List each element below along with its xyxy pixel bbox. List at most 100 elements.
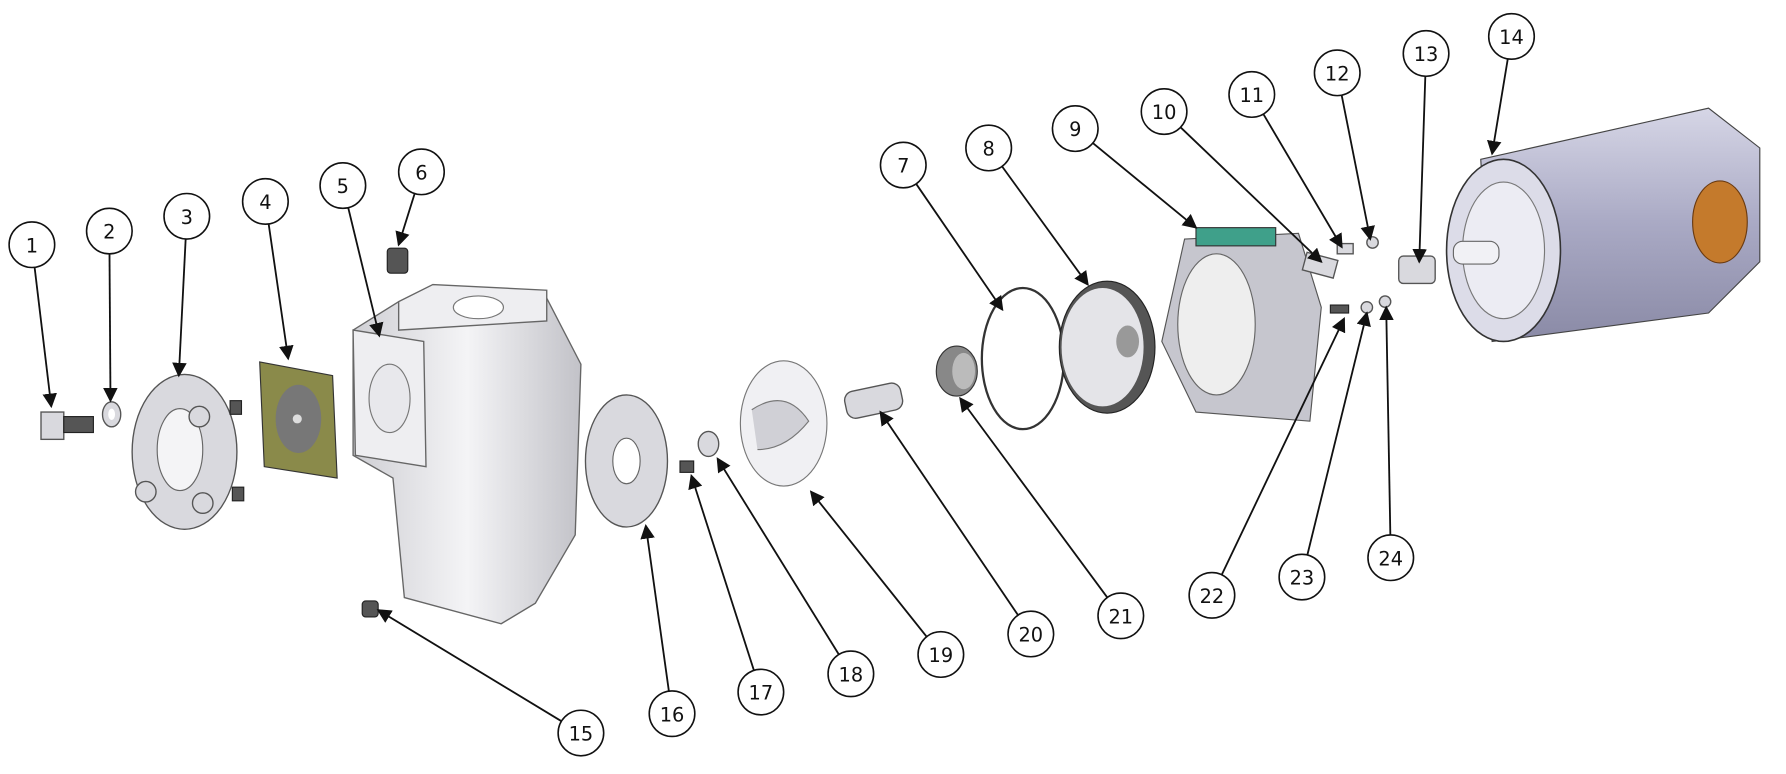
callout-circle	[1007, 610, 1055, 658]
callout-10: 10	[1140, 87, 1188, 136]
callout-circle	[1367, 534, 1415, 582]
callout-13: 13	[1402, 29, 1450, 78]
leader-line-4	[267, 223, 294, 361]
callout-9: 9	[1051, 105, 1099, 153]
part-16-wear-plate	[584, 394, 669, 528]
part-19-impeller	[739, 360, 828, 487]
leader-line-9	[1092, 142, 1198, 229]
callout-number: 13	[1414, 43, 1439, 66]
part-15-plug	[361, 600, 379, 618]
callout-7: 7	[879, 141, 927, 189]
callout-1: 1	[8, 221, 56, 269]
callout-14: 14	[1487, 12, 1536, 60]
callout-number: 22	[1200, 585, 1225, 608]
part-13-coupling	[1398, 255, 1436, 285]
callout-2: 2	[85, 207, 133, 255]
callout-number: 10	[1152, 101, 1177, 124]
callout-circle	[965, 124, 1013, 172]
part-22-screw	[1329, 304, 1350, 314]
leader-line-17	[688, 474, 755, 671]
leader-line-2	[103, 253, 118, 403]
leader-lines	[33, 58, 1509, 722]
leader-line-5	[347, 207, 384, 338]
leader-line-16	[640, 524, 670, 692]
leader-line-7	[915, 183, 1004, 312]
callout-circle	[8, 221, 56, 269]
callout-circle	[737, 668, 785, 716]
callout-number: 18	[839, 663, 864, 686]
callout-circle	[1278, 553, 1326, 601]
part-24-nut	[1378, 295, 1392, 309]
leader-line-11	[1262, 113, 1343, 249]
callout-12: 12	[1313, 49, 1361, 97]
part-2-washer	[101, 401, 122, 428]
callout-circle	[879, 141, 927, 189]
callout-circle	[1097, 592, 1145, 640]
callout-circle	[85, 207, 133, 255]
part-21-seal	[935, 345, 978, 397]
part-4-gasket	[259, 361, 338, 479]
leader-line-1	[33, 267, 57, 409]
leader-line-3	[172, 238, 187, 378]
part-14-motor	[1445, 107, 1761, 343]
callout-circle	[1140, 87, 1188, 136]
callout-6: 6	[397, 148, 446, 196]
part-17-screw	[679, 460, 695, 473]
callout-number: 1	[26, 234, 38, 257]
callout-number: 9	[1069, 118, 1081, 141]
leader-line-23	[1306, 311, 1371, 556]
callout-circle	[827, 650, 875, 698]
part-8-seal-plate	[1058, 280, 1156, 414]
callout-number: 12	[1325, 62, 1350, 85]
callout-11: 11	[1228, 70, 1276, 119]
leader-line-10	[1179, 126, 1323, 264]
callout-number: 23	[1290, 567, 1315, 590]
callout-number: 17	[749, 682, 774, 705]
leader-line-22	[1220, 317, 1346, 576]
callout-number: 20	[1019, 624, 1044, 647]
callout-circle	[648, 690, 696, 738]
callout-number: 11	[1239, 84, 1264, 107]
callout-number: 16	[660, 703, 685, 726]
callout-18: 18	[827, 650, 875, 698]
callout-19: 19	[917, 630, 965, 679]
callout-number: 24	[1378, 547, 1403, 570]
callout-15: 15	[557, 709, 605, 757]
callout-circle	[1313, 49, 1361, 97]
part-5-pump-casing	[352, 283, 582, 625]
callout-number: 15	[569, 723, 594, 746]
leader-line-20	[879, 410, 1019, 616]
leader-line-8	[1001, 165, 1089, 287]
part-23-washer	[1360, 300, 1374, 314]
part-11-screw	[1336, 242, 1354, 255]
callout-number: 6	[415, 162, 427, 185]
leader-line-14	[1487, 58, 1509, 156]
callout-8: 8	[965, 124, 1013, 172]
callout-circle	[319, 161, 367, 210]
callout-22: 22	[1188, 571, 1236, 619]
part-9-bracket	[1161, 227, 1322, 422]
callout-circle	[1228, 70, 1276, 119]
callout-circle	[241, 177, 289, 226]
callout-number: 2	[103, 221, 115, 244]
part-20-shaft-sleeve	[843, 382, 904, 419]
callout-number: 14	[1499, 26, 1524, 49]
leader-line-24	[1379, 305, 1394, 535]
callout-24: 24	[1367, 534, 1415, 582]
leader-line-13	[1412, 76, 1427, 264]
leader-line-15	[376, 609, 562, 722]
callout-circle	[557, 709, 605, 757]
callout-number: 7	[897, 155, 909, 178]
part-7-o-ring	[980, 286, 1065, 431]
callout-number: 3	[181, 206, 193, 229]
callout-3: 3	[163, 192, 211, 240]
callout-circle	[163, 192, 211, 240]
callout-circle	[1487, 12, 1536, 60]
callout-number: 19	[929, 644, 954, 667]
leader-line-18	[716, 457, 840, 655]
leader-line-12	[1340, 94, 1375, 241]
callout-circle	[397, 148, 446, 196]
